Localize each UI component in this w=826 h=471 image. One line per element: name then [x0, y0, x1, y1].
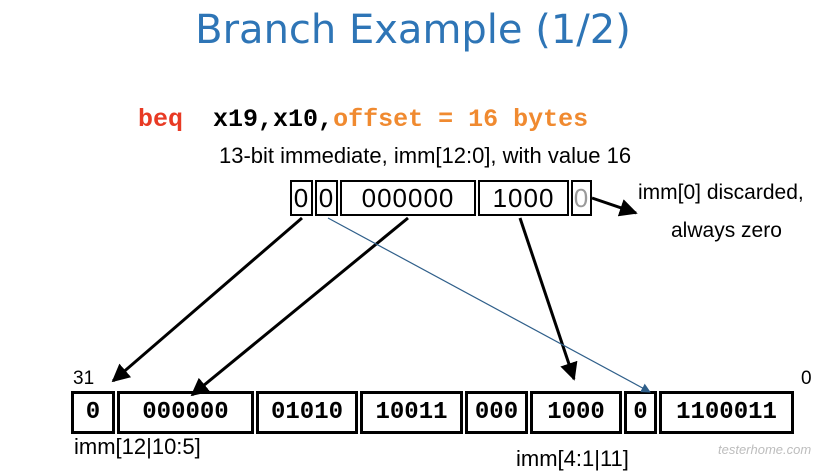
discarded-note-line1: imm[0] discarded,: [638, 181, 804, 204]
imm-bit-0-box: 0: [571, 180, 592, 216]
field-imm12: 0: [71, 391, 115, 434]
bit-number-high: 31: [73, 368, 95, 389]
field-opcode: 1100011: [659, 391, 794, 434]
field-imm4-1: 1000: [530, 391, 622, 434]
imm-bit-12-box: 0: [290, 180, 313, 216]
label-imm4-1-11: imm[4:1|11]: [516, 446, 629, 471]
field-imm11: 0: [624, 391, 657, 434]
bit-number-low: 0: [801, 368, 812, 389]
imm-bit-11-box: 0: [315, 180, 338, 216]
instruction-text: beq x19,x10,offset = 16 bytes: [138, 107, 588, 132]
field-imm10-5: 000000: [117, 391, 254, 434]
instruction-encoding-row: 0 000000 01010 10011 000 1000 0 1100011: [71, 391, 796, 434]
register-operands: x19,x10,: [213, 105, 334, 134]
arrow-imm0-discarded: [591, 196, 638, 217]
arrow-imm12-to-bit31: [111, 216, 303, 383]
field-rs2: 01010: [256, 391, 358, 434]
opcode-mnemonic: beq: [138, 105, 184, 134]
immediate-bits-row: 0 0 000000 1000 0: [290, 180, 594, 216]
discarded-note-line2: always zero: [671, 219, 782, 242]
field-rs1: 10011: [360, 391, 463, 434]
watermark-text: testerhome.com: [718, 442, 812, 457]
arrow-imm10-5-to-field: [190, 216, 409, 397]
arrow-imm4-1-to-field: [518, 217, 578, 381]
offset-operand: offset = 16 bytes: [333, 105, 589, 134]
slide-title: Branch Example (1/2): [195, 7, 631, 53]
label-imm12-10-5: imm[12|10:5]: [74, 434, 201, 459]
imm-bits-4-1-box: 1000: [478, 180, 569, 216]
field-funct3: 000: [465, 391, 528, 434]
immediate-caption: 13-bit immediate, imm[12:0], with value …: [219, 143, 632, 168]
imm-bits-10-5-box: 000000: [340, 180, 476, 216]
arrow-imm11-to-field: [327, 217, 651, 393]
